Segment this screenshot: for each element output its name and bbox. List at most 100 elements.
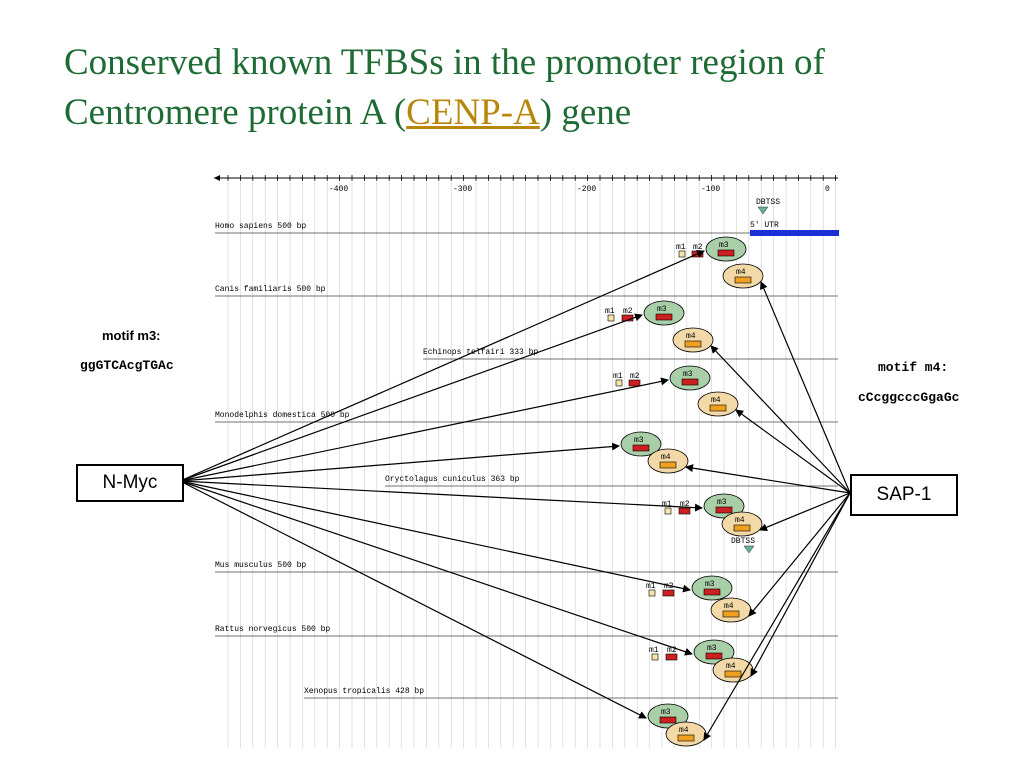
sap-1-arrow	[748, 492, 851, 617]
species-label: Oryctolagus cuniculus 363 bp	[385, 475, 520, 484]
axis-tick-label: 0	[825, 185, 830, 194]
dbtss-label: DBTSS	[756, 198, 780, 207]
binding-arrows	[179, 250, 851, 741]
motif-m1-label: m1	[613, 372, 623, 381]
motif-m3-ellipse	[705, 236, 747, 262]
sap-1-arrow	[735, 409, 851, 494]
species-label: Homo sapiens 500 bp	[215, 222, 306, 231]
species-tracks: Homo sapiens 500 bp Canis familiaris 500 …	[215, 198, 839, 699]
slide-title: Conserved known TFBSs in the promoter re…	[64, 38, 1004, 138]
utr-bar	[750, 230, 839, 236]
motif-m3-ellipse	[693, 639, 735, 665]
motif-m4-label: m4	[661, 453, 671, 462]
motif-m2-label: m2	[667, 646, 677, 655]
species-label: Echinops telfairi 333 bp	[423, 348, 538, 357]
dbtss-label: DBTSS	[731, 537, 755, 546]
motif-m3-box	[717, 249, 735, 257]
axis-arrow	[214, 175, 220, 181]
sap-1-box: SAP-1	[850, 474, 958, 516]
motif-m1-box	[607, 314, 615, 322]
motif-m3-box	[681, 378, 699, 386]
motif-m1-box	[678, 250, 686, 258]
n-myc-arrow	[179, 313, 643, 482]
n-myc-box: N-Myc	[76, 464, 184, 502]
motif-m3-ellipse	[647, 703, 689, 729]
n-myc-arrow	[179, 442, 620, 482]
sap-1-arrow	[760, 281, 851, 494]
motif-m3-label: m3	[707, 644, 717, 653]
motif-m3-label: m3	[634, 436, 644, 445]
motif-m3-sequence: ggGTCAcgTGAc	[80, 358, 174, 373]
motif-m2-label: m2	[623, 307, 633, 316]
axis-tick-label: -400	[329, 185, 348, 194]
motif-m3-box	[655, 313, 673, 321]
sap-1-arrow	[710, 345, 851, 494]
motif-m3-label: m3	[719, 241, 729, 250]
dbtss-marker	[743, 545, 755, 554]
motif-m2-label: m2	[680, 500, 690, 509]
motif-m3-label: m3	[683, 370, 693, 379]
motif-m3-label: motif m3:	[102, 328, 161, 343]
n-myc-arrow	[179, 377, 669, 482]
motif-m3-label: m3	[717, 498, 727, 507]
n-myc-arrow	[179, 480, 691, 593]
motif-m2-box	[662, 589, 675, 597]
motif-m1-box	[615, 379, 623, 387]
cenpa-link[interactable]: CENP-A	[406, 92, 540, 133]
species-label: Canis familiaris 500 bp	[215, 285, 326, 294]
motif-m4-box	[734, 276, 752, 284]
motif-m1-box	[651, 653, 659, 661]
motif-m1-label: m1	[662, 500, 672, 509]
motif-m2-box	[628, 379, 641, 387]
motif-m4-ellipse	[722, 263, 764, 289]
motif-m4-label: m4	[724, 602, 734, 611]
motif-m4-label: m4	[686, 332, 696, 341]
motif-m3-box	[703, 588, 721, 596]
sap-1-arrow	[759, 492, 851, 532]
motif-m2-label: m2	[693, 243, 703, 252]
n-myc-arrow	[179, 480, 693, 656]
motif-m4-label: m4	[736, 268, 746, 277]
motif-m4-box	[722, 610, 740, 618]
species-label: Monodelphis domestica 500 bp	[215, 411, 350, 420]
motif-m3-ellipse	[620, 431, 662, 457]
axis-tick-label: -300	[453, 185, 472, 194]
motif-m2-label: m2	[664, 582, 674, 591]
motif-m4-box	[733, 524, 751, 532]
sap-1-arrow	[750, 492, 851, 677]
motif-m4-label: motif m4:	[878, 360, 949, 375]
motif-m1-label: m1	[676, 243, 686, 252]
motif-m3-ellipse	[691, 575, 733, 601]
motif-m4-ellipse	[647, 448, 689, 474]
sap-1-arrow	[685, 464, 851, 494]
motif-m4-label: m4	[726, 662, 736, 671]
title-line-2: Centromere protein A (CENP-A) gene	[64, 88, 1004, 138]
title-suffix: ) gene	[539, 92, 632, 133]
motif-m3-ellipse	[703, 493, 745, 519]
motif-m4-ellipse	[672, 327, 714, 353]
motif-m4-box	[724, 670, 742, 678]
motif-m1-box	[648, 589, 656, 597]
motif-m3-box	[705, 652, 723, 660]
motif-m3-box	[715, 506, 733, 514]
n-myc-arrow	[179, 480, 703, 512]
motif-m1-label: m1	[649, 646, 659, 655]
motif-m4-sequence: cCcggcccGgaGc	[858, 390, 960, 405]
dbtss-marker	[757, 206, 769, 215]
motif-m3-box	[659, 716, 677, 724]
title-line-1: Conserved known TFBSs in the promoter re…	[64, 42, 825, 83]
species-label: Xenopus tropicalis 428 bp	[304, 687, 424, 696]
axis-tick-label: -100	[701, 185, 720, 194]
motif-m3-label: m3	[661, 708, 671, 717]
motif-m4-label: m4	[679, 726, 689, 735]
sap-1-arrow	[703, 492, 851, 741]
motif-m4-ellipse	[697, 391, 739, 417]
motif-m1-label: m1	[646, 582, 656, 591]
motif-m2-box	[678, 507, 691, 515]
title-prefix: Centromere protein A (	[64, 92, 407, 133]
motif-m3-ellipse	[669, 365, 711, 391]
motif-m2-label: m2	[630, 372, 640, 381]
motif-m3-label: m3	[657, 305, 667, 314]
